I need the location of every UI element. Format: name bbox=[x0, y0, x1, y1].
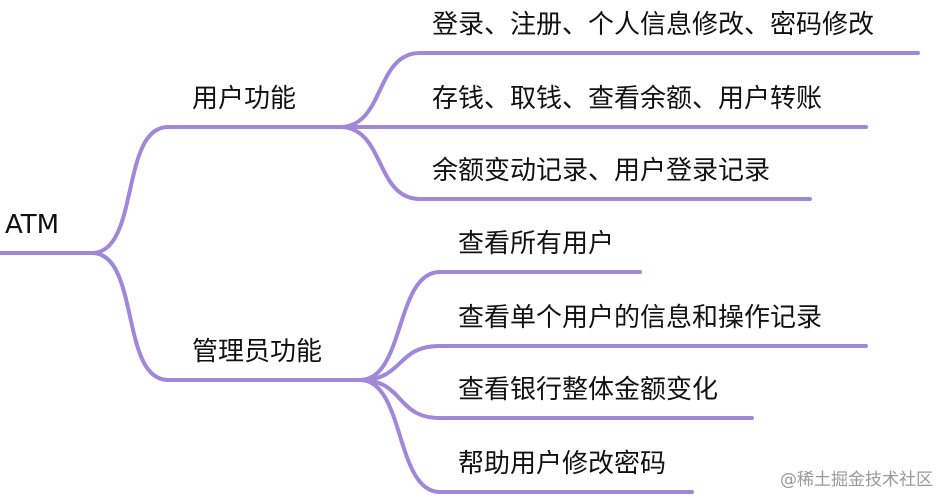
root-node-label: ATM bbox=[5, 210, 60, 240]
edge-user-child-1 bbox=[338, 51, 920, 129]
branch-user-functions-label: 用户功能 bbox=[192, 84, 297, 114]
edge-admin-child-2 bbox=[358, 344, 868, 382]
edge-root-to-admin-functions bbox=[90, 251, 170, 382]
branch-admin-functions-label: 管理员功能 bbox=[192, 337, 323, 367]
admin-child-3-label: 查看银行整体金额变化 bbox=[458, 375, 719, 405]
admin-child-1-label: 查看所有用户 bbox=[458, 229, 615, 259]
edge-admin-child-1 bbox=[358, 270, 642, 382]
admin-child-2-label: 查看单个用户的信息和操作记录 bbox=[458, 303, 823, 333]
user-child-3-label: 余额变动记录、用户登录记录 bbox=[432, 156, 771, 186]
edge-admin-child-4 bbox=[358, 378, 694, 494]
admin-child-4-label: 帮助用户修改密码 bbox=[458, 449, 667, 479]
user-child-1-label: 登录、注册、个人信息修改、密码修改 bbox=[432, 10, 875, 40]
edge-admin-child-3 bbox=[358, 378, 754, 420]
user-child-2-label: 存钱、取钱、查看余额、用户转账 bbox=[432, 84, 823, 114]
edge-user-child-3 bbox=[338, 125, 812, 201]
watermark-text: @稀土掘金技术社区 bbox=[780, 470, 933, 490]
edge-root-to-user-functions bbox=[90, 125, 170, 255]
